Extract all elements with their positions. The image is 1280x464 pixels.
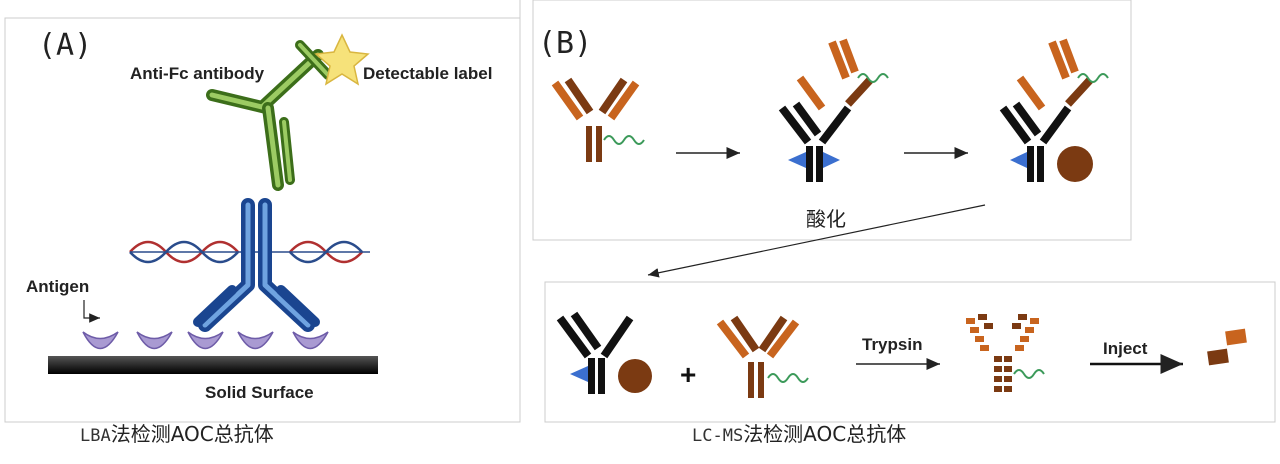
arrow-acidify xyxy=(647,204,986,278)
blue-antibody xyxy=(193,198,320,332)
antigen-label: Antigen xyxy=(26,277,89,296)
antigen-pointer xyxy=(83,300,100,323)
complex-2 xyxy=(778,38,889,182)
peptide-fragments xyxy=(1207,328,1247,366)
detectable-label: Detectable label xyxy=(363,64,492,83)
caption-b: LC-MS法检测AOC总抗体 xyxy=(692,422,906,446)
adc-antibody-1 xyxy=(551,77,645,162)
panel-b-frame xyxy=(532,0,1276,423)
anti-fc-label: Anti-Fc antibody xyxy=(130,64,265,83)
inject-label: Inject xyxy=(1103,339,1148,358)
plus-sign: + xyxy=(680,359,696,390)
acidify-label: 酸化 xyxy=(806,207,846,231)
antigen-cups xyxy=(82,331,329,350)
anti-fc-antibody xyxy=(206,40,333,191)
complex-4 xyxy=(556,311,652,394)
star-icon xyxy=(314,33,370,86)
adc-antibody-2 xyxy=(716,315,809,398)
panel-a-frame xyxy=(4,0,521,423)
panel-a-letter: (A) xyxy=(38,28,92,63)
digested-antibody xyxy=(966,314,1045,392)
caption-a: LBA法检测AOC总抗体 xyxy=(80,422,274,446)
trypsin-label: Trypsin xyxy=(862,335,922,354)
complex-3 xyxy=(999,38,1109,182)
surface-label: Solid Surface xyxy=(205,383,314,402)
solid-surface xyxy=(48,356,378,374)
panel-b-letter: (B) xyxy=(538,26,592,61)
